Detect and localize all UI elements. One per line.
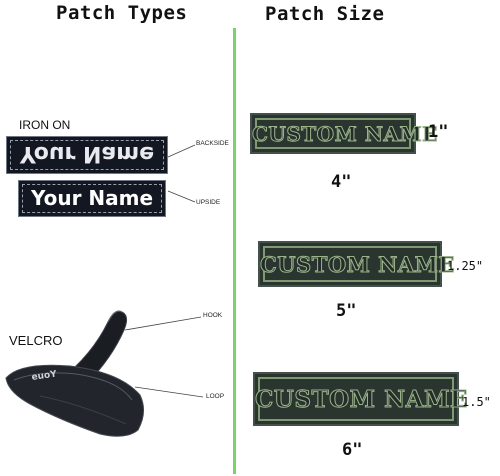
velcro-patch-illustration: euoY (5, 310, 144, 437)
patch-size-5x125-width: 5" (336, 301, 357, 321)
backside-leader (167, 144, 196, 158)
velcro-strip-text: euoY (31, 369, 58, 382)
patch-size-4x1-height: 1" (428, 122, 449, 142)
leader-lines (124, 144, 204, 398)
upside-label: UPSIDE (196, 199, 221, 206)
patch-size-6x15: CUSTOM NAME (253, 372, 468, 426)
velcro-label: VELCRO (9, 333, 63, 348)
hook-label: HOOK (203, 312, 223, 319)
patch-size-5x125-text: CUSTOM NAME (260, 252, 455, 278)
patch-size-4x1: CUSTOM NAME (250, 113, 438, 154)
upside-patch-text: Your Name (30, 186, 154, 210)
backside-patch: Your Name (6, 136, 168, 174)
patch-size-6x15-width: 6" (342, 440, 363, 460)
patch-size-4x1-text: CUSTOM NAME (252, 122, 438, 147)
upside-leader (167, 190, 196, 203)
patch-size-4x1-width: 4" (331, 172, 352, 192)
hook-leader (124, 316, 202, 331)
backside-label: BACKSIDE (196, 140, 229, 147)
backside-patch-text: Your Name (19, 141, 155, 166)
patch-size-6x15-text: CUSTOM NAME (255, 386, 468, 414)
loop-leader (134, 386, 204, 398)
patch-size-heading: Patch Size (265, 3, 385, 25)
patch-size-5x125-height: 1.25" (447, 259, 484, 273)
patch-size-5x125: CUSTOM NAME (258, 241, 455, 287)
loop-label: LOOP (206, 393, 225, 400)
patch-size-6x15-height: 1.5" (462, 395, 491, 409)
iron-on-label: IRON ON (19, 118, 71, 132)
upside-patch: Your Name (18, 180, 166, 217)
column-divider (233, 28, 236, 474)
patch-types-heading: Patch Types (56, 2, 188, 24)
